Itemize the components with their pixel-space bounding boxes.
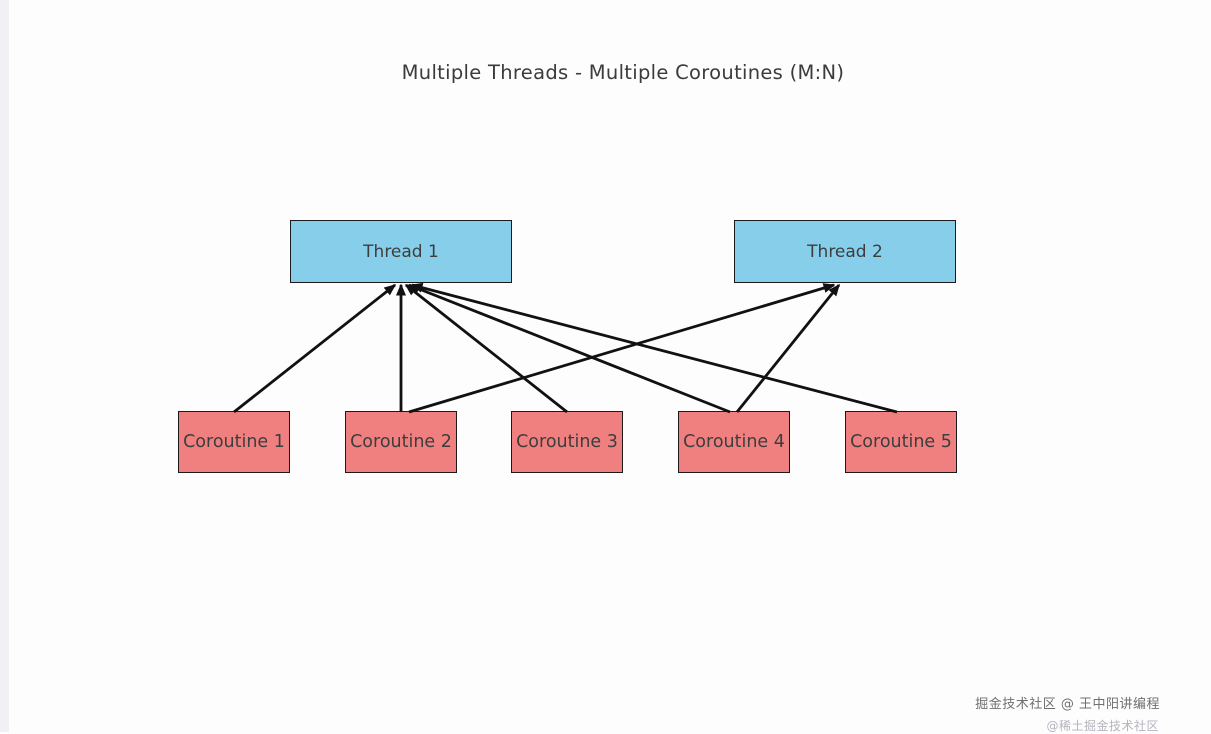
arrow-coroutine-4-to-thread-1 — [407, 283, 731, 414]
coroutine-4-label: Coroutine 4 — [683, 432, 785, 452]
coroutine-3-label: Coroutine 3 — [516, 432, 618, 452]
coroutine-4-box: Coroutine 4 — [678, 411, 790, 473]
thread-2-label: Thread 2 — [807, 241, 883, 262]
thread-1-box: Thread 1 — [290, 220, 512, 283]
arrow-coroutine-4-to-thread-2 — [735, 283, 841, 413]
diagram-title: Multiple Threads - Multiple Coroutines (… — [401, 61, 845, 84]
thread-1-label: Thread 1 — [363, 241, 439, 262]
coroutine-3-box: Coroutine 3 — [511, 411, 623, 473]
coroutine-1-label: Coroutine 1 — [183, 432, 285, 452]
left-edge-strip — [0, 0, 9, 732]
coroutine-5-box: Coroutine 5 — [845, 411, 957, 473]
watermark-juejin-clipped: @稀土掘金技术社区 — [1046, 719, 1159, 733]
thread-2-box: Thread 2 — [734, 220, 956, 283]
coroutine-1-box: Coroutine 1 — [178, 411, 290, 473]
arrow-coroutine-3-to-thread-1 — [404, 283, 568, 414]
arrow-coroutine-1-to-thread-1 — [233, 283, 397, 414]
coroutine-2-box: Coroutine 2 — [345, 411, 457, 473]
arrow-coroutine-2-to-thread-2 — [408, 283, 836, 414]
coroutine-5-label: Coroutine 5 — [850, 432, 952, 452]
coroutine-2-label: Coroutine 2 — [350, 432, 452, 452]
watermark-community-author: 掘金技术社区 @ 王中阳讲编程 — [975, 697, 1160, 712]
arrow-coroutine-5-to-thread-1 — [410, 282, 898, 414]
